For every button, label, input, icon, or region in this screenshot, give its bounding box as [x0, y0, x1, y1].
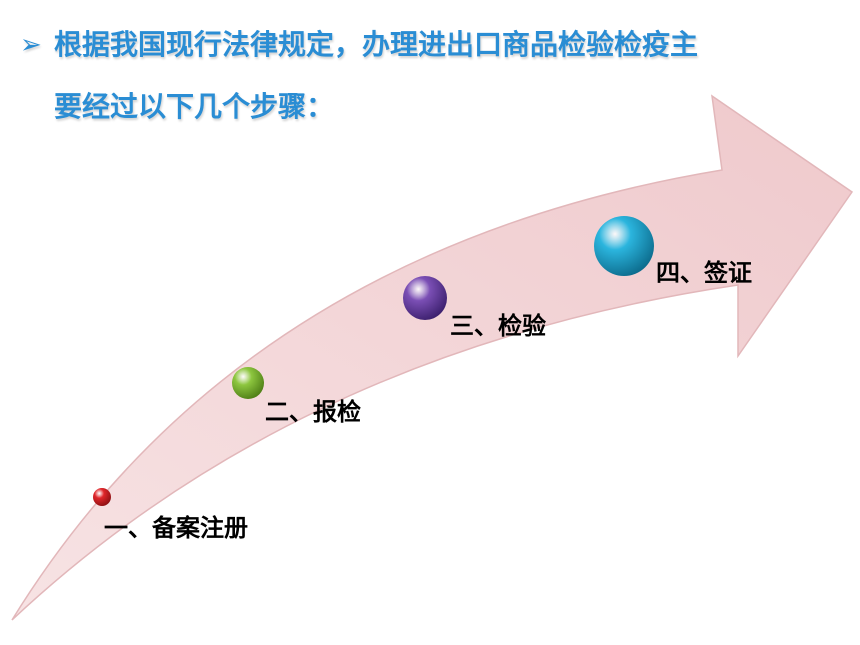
heading-line-2: 要经过以下几个步骤：: [54, 90, 335, 123]
step-4-label: 四、签证: [656, 259, 752, 287]
step-3-label: 三、检验: [450, 312, 546, 340]
step-1-label: 一、备案注册: [104, 514, 248, 542]
heading: ➢ 根据我国现行法律规定，办理进出口商品检验检疫主 要经过以下几个步骤：: [20, 14, 850, 138]
step-3-circle: [403, 276, 447, 320]
step-1-circle: [93, 488, 111, 506]
arrow-bullet-icon: ➢: [20, 30, 42, 60]
heading-line-1: 根据我国现行法律规定，办理进出口商品检验检疫主: [54, 28, 699, 61]
step-2-circle: [232, 367, 264, 399]
step-4-circle: [594, 216, 654, 276]
step-2-label: 二、报检: [265, 398, 361, 426]
